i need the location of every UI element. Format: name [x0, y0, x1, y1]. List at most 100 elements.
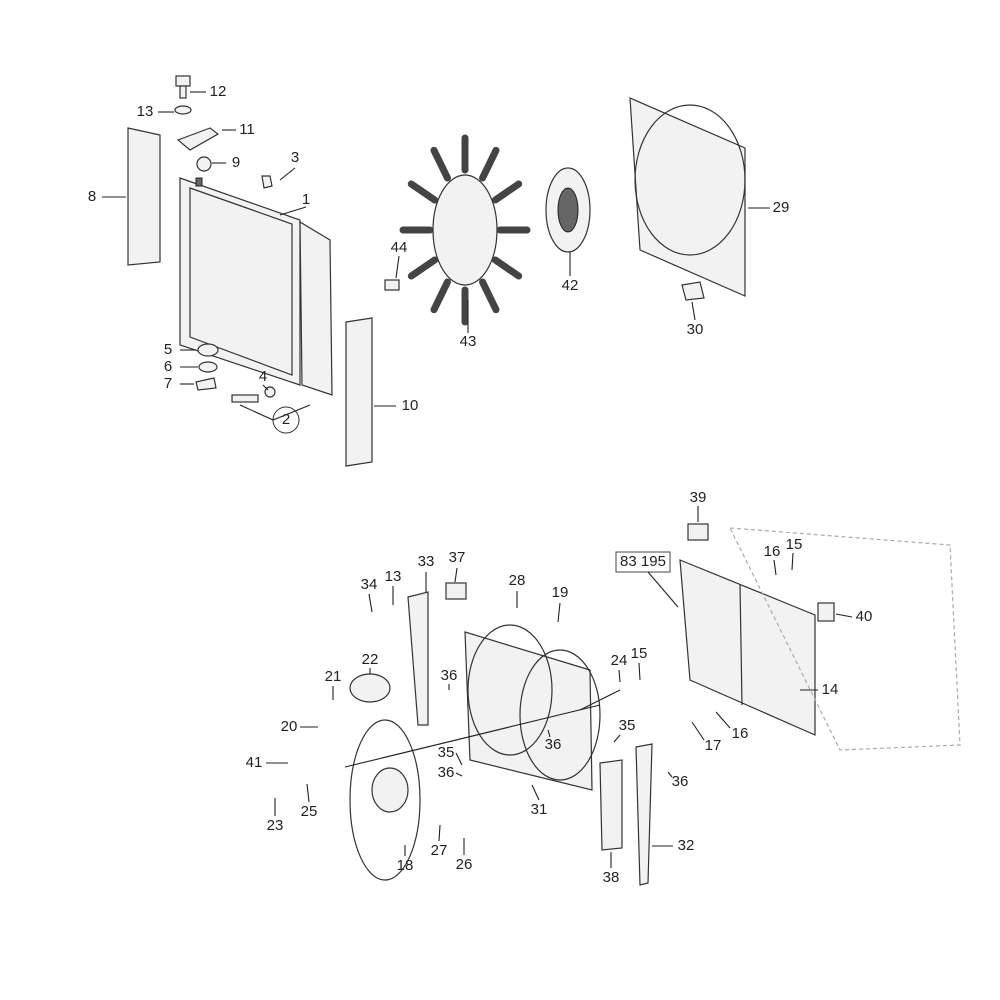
callout-8: 8 [88, 188, 96, 205]
fan-frame-31 [464, 624, 601, 791]
callout-2: 2 [282, 411, 290, 428]
callout-29: 29 [773, 199, 790, 216]
bracket-38 [599, 759, 623, 851]
callout-20: 20 [281, 718, 298, 735]
bracket-33 [407, 591, 429, 726]
fan-blade [407, 256, 439, 280]
small-parts-top [174, 75, 276, 403]
callout-36: 36 [672, 773, 689, 790]
side-panel-8 [127, 127, 161, 266]
bracket-32 [635, 743, 653, 886]
clip-40 [817, 602, 835, 622]
callout-22: 22 [362, 651, 379, 668]
leader-line [791, 552, 794, 571]
viscous-clutch-42 [545, 167, 591, 253]
callout-10: 10 [402, 397, 419, 414]
callout-4: 4 [259, 368, 267, 385]
leader-line [691, 721, 705, 741]
callout-34: 34 [361, 576, 378, 593]
callout-9: 9 [232, 154, 240, 171]
callout-16: 16 [764, 543, 781, 560]
callout-35: 35 [438, 744, 455, 761]
leader-line [239, 404, 311, 421]
callout-31: 31 [531, 801, 548, 818]
callout-21: 21 [325, 668, 342, 685]
callout-23: 23 [267, 817, 284, 834]
leader-line [279, 206, 307, 216]
leader-line [618, 669, 621, 683]
callout-40: 40 [856, 608, 873, 625]
leader-line [667, 771, 673, 778]
callout-83-195: 83 195 [620, 553, 666, 570]
leader-line [835, 613, 853, 618]
fan-blade [491, 180, 523, 204]
condenser-14 [679, 527, 961, 751]
callout-33: 33 [418, 553, 435, 570]
callout-42: 42 [562, 277, 579, 294]
callout-14: 14 [822, 681, 839, 698]
fan-blade [479, 146, 500, 182]
radiator [179, 177, 333, 396]
leader-line [647, 571, 679, 608]
fan-blade [430, 146, 451, 182]
callout-6: 6 [164, 358, 172, 375]
callout-35: 35 [619, 717, 636, 734]
callout-17: 17 [705, 737, 722, 754]
callout-38: 38 [603, 869, 620, 886]
clip-39 [687, 523, 709, 541]
callout-5: 5 [164, 341, 172, 358]
fan-hub-ring [432, 174, 498, 286]
callout-27: 27 [431, 842, 448, 859]
callout-16: 16 [732, 725, 749, 742]
leader-line [454, 567, 458, 583]
callout-26: 26 [456, 856, 473, 873]
leader-line [438, 824, 441, 842]
leader-line [455, 772, 463, 777]
callout-36: 36 [438, 764, 455, 781]
fan-blade-43 [399, 134, 531, 326]
leader-line [262, 384, 269, 391]
leader-line [638, 662, 641, 681]
callout-25: 25 [301, 803, 318, 820]
leader-line [715, 711, 731, 729]
rubber-mount-22 [349, 673, 391, 703]
leader-line [279, 167, 296, 181]
clip-37 [445, 582, 467, 600]
callout-32: 32 [678, 837, 695, 854]
callout-36: 36 [545, 736, 562, 753]
callout-13: 13 [137, 103, 154, 120]
callout-12: 12 [210, 83, 227, 100]
leader-line [773, 559, 777, 576]
reference-box [615, 551, 671, 573]
callout-39: 39 [690, 489, 707, 506]
callout-24: 24 [611, 652, 628, 669]
callout-37: 37 [449, 549, 466, 566]
callout-19: 19 [552, 584, 569, 601]
callout-41: 41 [246, 754, 263, 771]
leader-line [306, 783, 310, 803]
fan-blade [430, 278, 451, 314]
fan-blade [407, 180, 439, 204]
callout-7: 7 [164, 375, 172, 392]
fan-motor-18 [349, 719, 421, 881]
bolt-44 [384, 279, 400, 291]
callout-13: 13 [385, 568, 402, 585]
callout-28: 28 [509, 572, 526, 589]
leader-line [547, 729, 551, 738]
leader-line [557, 602, 561, 623]
leader-line [455, 752, 463, 766]
leader-line [368, 593, 373, 613]
side-panel-10 [345, 317, 373, 467]
callout-15: 15 [631, 645, 648, 662]
callout-15: 15 [786, 536, 803, 553]
fan-blade [479, 278, 500, 314]
callout-43: 43 [460, 333, 477, 350]
fan-shroud-29 [629, 97, 746, 301]
callout-1: 1 [302, 191, 310, 208]
callout-3: 3 [291, 149, 299, 166]
callout-18: 18 [397, 857, 414, 874]
leader-line [613, 734, 621, 743]
callout-44: 44 [391, 239, 408, 256]
